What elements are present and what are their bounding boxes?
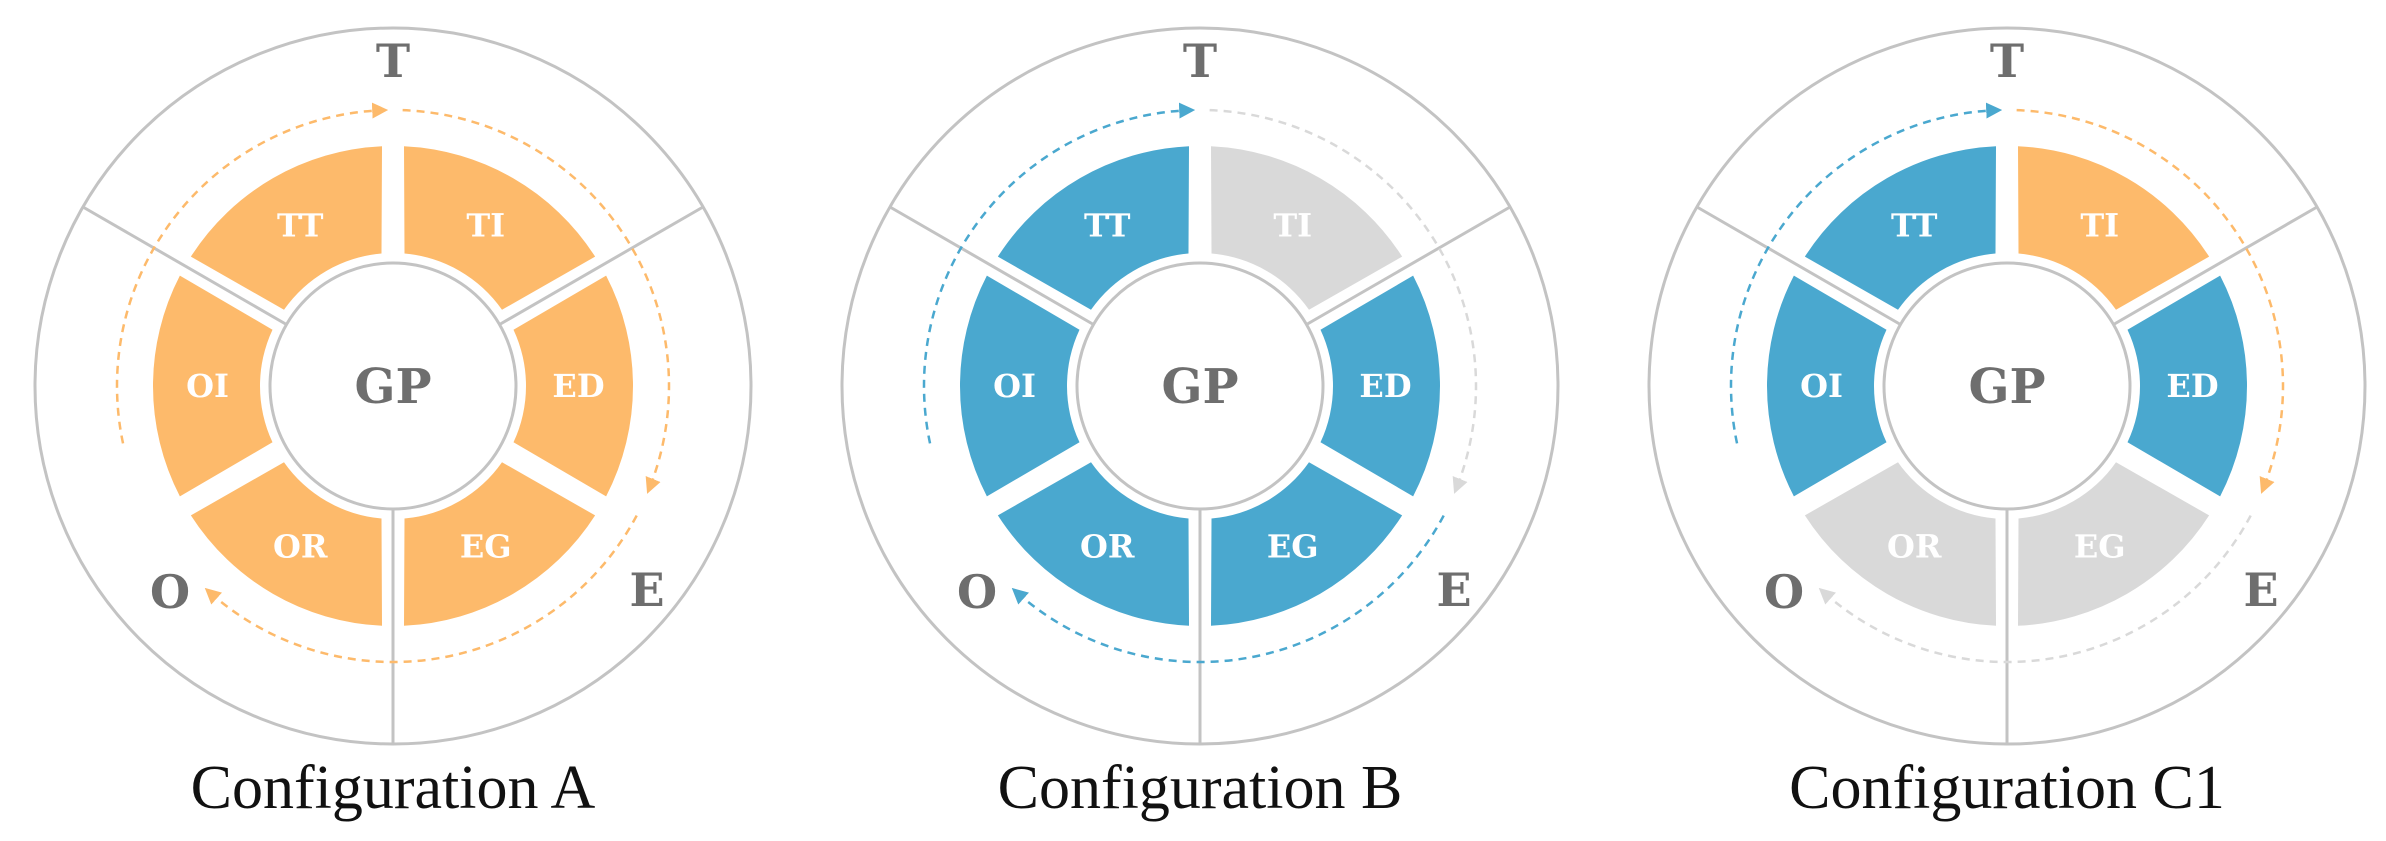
segment-label: TT [1084, 206, 1131, 244]
segment-tt [1804, 146, 1997, 310]
segment-eg [2017, 462, 2210, 626]
arrow-o-to-t [1729, 102, 2003, 444]
segment-ed [2127, 275, 2247, 497]
arrow-e-to-o [204, 514, 638, 664]
sector-letter-top: T [376, 34, 410, 88]
segment-oi [1767, 275, 1887, 497]
arrow-o-to-t [115, 102, 389, 444]
configuration-caption: Configuration A [191, 754, 596, 822]
sector-divider [1305, 205, 1511, 326]
sector-letter-left: O [957, 565, 997, 619]
segment-label: EG [1267, 528, 1319, 566]
center-label: GP [354, 359, 431, 415]
sector-letter-left: O [1764, 565, 1804, 619]
sector-divider [889, 205, 1095, 326]
arrow-o-to-t [922, 102, 1196, 444]
segment-label: OI [993, 367, 1036, 405]
arrow-e-to-o [1818, 514, 2252, 664]
sector-letter-right: E [2243, 563, 2278, 617]
sector-letter-right: E [629, 563, 664, 617]
arrow-t-to-e [2016, 108, 2285, 494]
segment-label: TI [1273, 206, 1312, 244]
segment-or [997, 462, 1190, 626]
segment-label: TI [466, 206, 505, 244]
core-circle [268, 261, 518, 511]
arrow-e-to-o [1011, 514, 1445, 664]
segment-label: TT [277, 206, 324, 244]
configuration-caption: Configuration B [998, 754, 1403, 822]
center-label: GP [1968, 359, 2045, 415]
sector-divider [82, 205, 288, 326]
segment-ed [1320, 275, 1440, 497]
segment-label: ED [1359, 367, 1411, 405]
sector-letter-left: O [150, 565, 190, 619]
segment-oi [960, 275, 1080, 497]
segment-label: OI [1800, 367, 1843, 405]
segment-oi [152, 275, 273, 497]
arrow-t-to-e [402, 108, 671, 494]
center-label: GP [1161, 359, 1238, 415]
configuration-3: TT TI ED EG OR OI GP T E O Configuration C1 [1647, 26, 2367, 822]
segment-ed [513, 275, 634, 497]
sector-letter-right: E [1436, 563, 1471, 617]
sector-letter-top: T [1183, 34, 1217, 88]
sector-divider [498, 205, 704, 326]
segment-tt [190, 146, 383, 310]
segment-eg [1210, 462, 1403, 626]
sector-divider [1696, 205, 1902, 326]
core-circle [1075, 261, 1325, 511]
sector-divider [2112, 205, 2318, 326]
segment-tt [997, 146, 1190, 310]
segment-label: ED [2166, 367, 2218, 405]
segment-label: OR [273, 528, 328, 566]
segment-ti [1210, 146, 1403, 310]
segment-label: EG [2074, 528, 2126, 566]
arrow-t-to-e [1209, 108, 1478, 494]
segment-eg [403, 462, 596, 626]
segment-ti [2017, 146, 2210, 310]
segment-label: ED [552, 367, 604, 405]
segment-label: OR [1887, 528, 1942, 566]
segment-or [190, 462, 383, 626]
segment-label: TI [2080, 206, 2119, 244]
configuration-2: TT TI ED EG OR OI GP T E O Configuration B [840, 26, 1560, 822]
segment-label: OR [1080, 528, 1135, 566]
segment-label: OI [186, 367, 229, 405]
sector-letter-top: T [1990, 34, 2024, 88]
core-circle [1882, 261, 2132, 511]
configuration-caption: Configuration C1 [1789, 754, 2225, 822]
segment-or [1804, 462, 1997, 626]
configuration-1: TT TI ED EG OR OI GP T E O Configuration A [33, 26, 753, 822]
segment-label: EG [460, 528, 512, 566]
segment-ti [403, 146, 596, 310]
segment-label: TT [1891, 206, 1938, 244]
